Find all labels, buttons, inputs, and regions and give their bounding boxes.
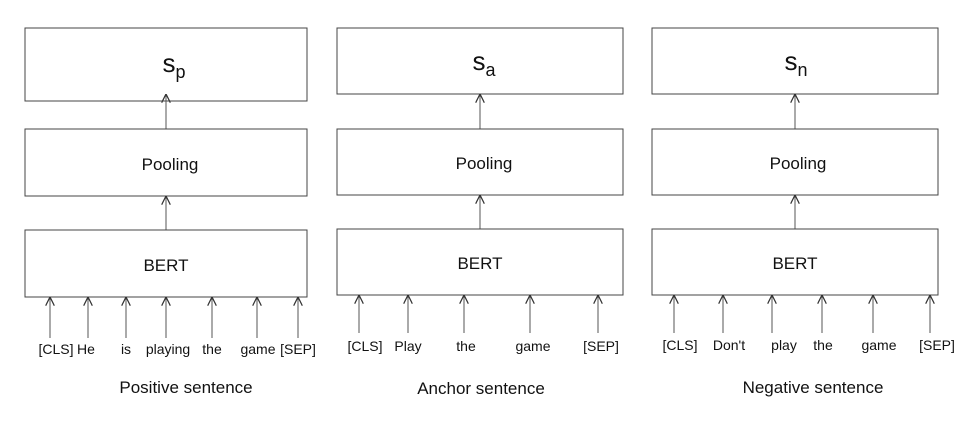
- token-label: the: [813, 337, 833, 353]
- token-label: He: [77, 341, 95, 357]
- token-label: [SEP]: [919, 337, 955, 353]
- sentence-caption: Negative sentence: [743, 378, 884, 397]
- output-box: [336, 27, 624, 95]
- token-label: game: [861, 337, 896, 353]
- output-embedding-label: sp: [162, 48, 185, 82]
- bert-label: BERT: [143, 256, 188, 275]
- output-box: [24, 27, 308, 102]
- pooling-label: Pooling: [142, 155, 199, 174]
- token-label: [CLS]: [347, 338, 382, 354]
- token-label: [SEP]: [583, 338, 619, 354]
- bert-box: [336, 228, 624, 296]
- positive-column: sp Pooling BERT [CLS] He is playing the …: [24, 27, 316, 397]
- pooling-label: Pooling: [456, 154, 513, 173]
- output-box: [651, 27, 939, 95]
- bert-label: BERT: [457, 254, 502, 273]
- token-label: [CLS]: [38, 341, 73, 357]
- token-label: [CLS]: [662, 337, 697, 353]
- bert-box: [24, 229, 308, 298]
- pooling-box: [336, 128, 624, 196]
- sentence-caption: Positive sentence: [119, 378, 252, 397]
- output-embedding-label: sn: [784, 46, 807, 80]
- negative-column: sn Pooling BERT [CLS] Don't play the gam…: [651, 27, 955, 397]
- token-label: game: [515, 338, 550, 354]
- token-label: Play: [394, 338, 421, 354]
- token-label: playing: [146, 341, 190, 357]
- bert-box: [651, 228, 939, 296]
- anchor-column: sa Pooling BERT [CLS] Play the game [SEP…: [336, 27, 624, 398]
- pooling-label: Pooling: [770, 154, 827, 173]
- token-label: the: [456, 338, 476, 354]
- token-label: the: [202, 341, 222, 357]
- output-embedding-label: sa: [472, 46, 496, 80]
- bert-label: BERT: [772, 254, 817, 273]
- token-label: is: [121, 341, 131, 357]
- token-label: [SEP]: [280, 341, 316, 357]
- token-label: Don't: [713, 337, 745, 353]
- token-label: game: [240, 341, 275, 357]
- pooling-box: [651, 128, 939, 196]
- pooling-box: [24, 128, 308, 197]
- sentence-caption: Anchor sentence: [417, 379, 545, 398]
- token-label: play: [771, 337, 797, 353]
